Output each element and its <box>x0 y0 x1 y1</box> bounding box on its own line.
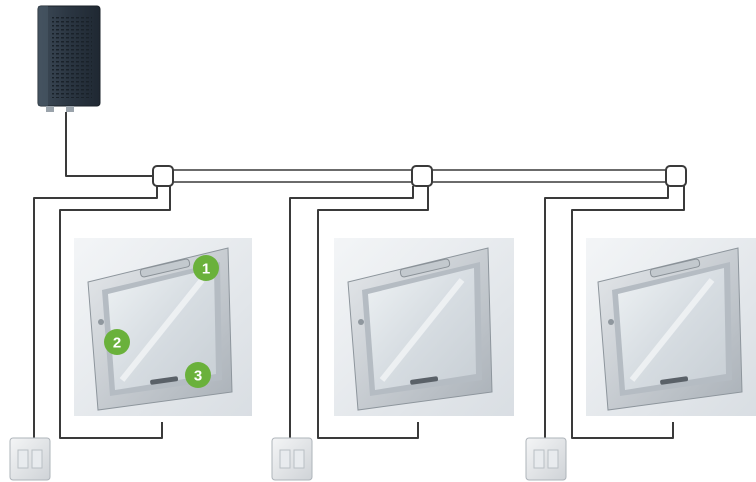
junction-box-2 <box>412 166 432 186</box>
window-2 <box>334 238 514 416</box>
junction-box-3 <box>666 166 686 186</box>
wall-switch-1 <box>10 438 50 480</box>
wall-switch-3 <box>526 438 566 480</box>
window-1 <box>74 238 252 416</box>
junction-box-1 <box>153 166 173 186</box>
badge-2-label: 2 <box>113 335 121 352</box>
badge-3: 3 <box>185 362 211 388</box>
badge-2: 2 <box>104 329 130 355</box>
badge-1: 1 <box>193 255 219 281</box>
window-3 <box>586 238 756 416</box>
wall-switch-2 <box>272 438 312 480</box>
badge-3-label: 3 <box>194 368 202 385</box>
power-supply <box>38 6 100 112</box>
badge-1-label: 1 <box>202 261 210 278</box>
